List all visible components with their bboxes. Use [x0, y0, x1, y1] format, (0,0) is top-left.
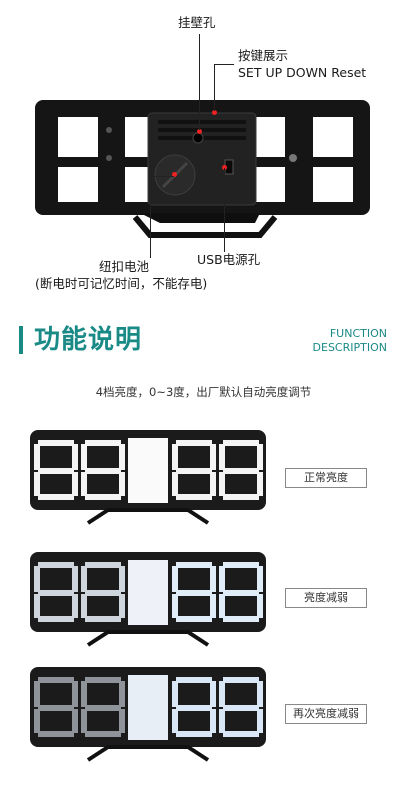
battery-note-label: (断电时可记忆时间，不能存电)	[35, 276, 208, 291]
mode-label-reduced: 亮度减弱	[285, 588, 367, 608]
section-title: 功能说明	[34, 325, 143, 355]
battery-marker	[172, 172, 177, 177]
clock-back-image	[35, 100, 370, 238]
buttons-marker	[212, 110, 217, 115]
clock-normal-brightness-image	[30, 430, 266, 525]
clock-reduced-brightness-image	[30, 552, 266, 647]
usb-port-label: USB电源孔	[197, 252, 261, 267]
usb-marker	[222, 165, 227, 170]
buttons-title-label: 按键展示	[238, 48, 289, 63]
section-title-en-line1: FUNCTION	[329, 327, 387, 340]
hang-hole-label: 挂壁孔	[178, 15, 216, 30]
section-title-en-line2: DESCRIPTION	[312, 341, 387, 354]
clock-further-reduced-brightness-image	[30, 667, 266, 762]
section-title-en: FUNCTION DESCRIPTION	[313, 327, 387, 355]
section-accent-bar	[19, 326, 23, 354]
mode-label-further-reduced: 再次亮度减弱	[285, 704, 367, 724]
buttons-list-label: SET UP DOWN Reset	[238, 65, 367, 80]
mode-label-normal: 正常亮度	[285, 468, 367, 488]
brightness-description: 4档亮度，0~3度，出厂默认自动亮度调节	[95, 385, 312, 399]
hang-hole-marker	[197, 129, 202, 134]
battery-label: 纽扣电池	[99, 259, 150, 274]
